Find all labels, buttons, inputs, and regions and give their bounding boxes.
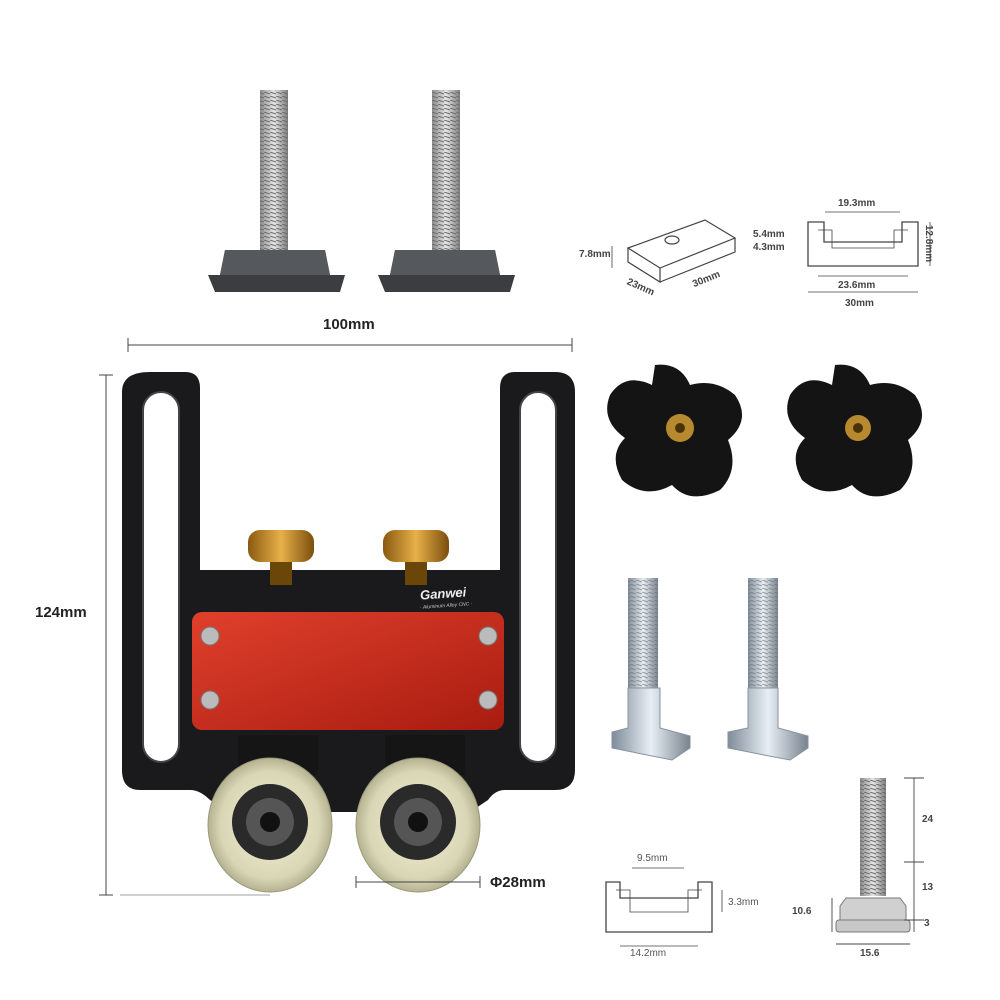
brand-logo-text: Ganwei: [419, 584, 467, 603]
width-label: 100mm: [323, 316, 375, 333]
t-bolt-head-side-label: 10.6: [792, 906, 812, 917]
small-track-width-label: 14.2mm: [630, 948, 667, 959]
small-track-depth-label: 3.3mm: [728, 897, 759, 908]
t-slider-bolt-left: [208, 90, 345, 292]
height-dimension-line: [99, 374, 270, 896]
t-bolt-thread-label: 24: [922, 814, 934, 825]
small-track-profile-diagram: [605, 867, 723, 947]
star-knob-left: [607, 364, 743, 497]
t-bolt-dimension-diagram: [831, 777, 924, 945]
t-slider-bolt-right: [378, 90, 515, 292]
featherboard-frame: [122, 372, 575, 812]
track-outer-width-label: 30mm: [845, 298, 874, 309]
brass-knob-right: [383, 530, 449, 585]
track-inner-width-label: 23.6mm: [838, 280, 876, 291]
roller-wheel-right: [355, 735, 481, 893]
t-bolt-head-height-label: 3: [924, 918, 930, 929]
star-knob-right: [787, 364, 923, 497]
width-dimension-line: [127, 338, 573, 352]
t-bolt-shank-label: 13: [922, 882, 934, 893]
track-lip-1-label: 5.4mm: [753, 229, 785, 240]
t-bolt-head-width-label: 15.6: [860, 948, 880, 959]
slider-block-diagram: [611, 219, 737, 284]
zinc-t-bolt-right: [727, 578, 809, 761]
roller-wheel-left: [207, 735, 333, 893]
small-track-opening-label: 9.5mm: [637, 853, 668, 864]
track-top-opening-label: 19.3mm: [838, 198, 876, 209]
track-lip-2-label: 4.3mm: [753, 242, 785, 253]
wheel-diameter-line: [355, 876, 481, 888]
height-label: 124mm: [35, 604, 87, 621]
slider-height-label: 7.8mm: [579, 249, 611, 260]
wheel-diameter-label: Φ28mm: [490, 874, 546, 891]
brass-knob-left: [248, 530, 314, 585]
zinc-t-bolt-left: [611, 578, 691, 761]
red-mounting-plate: [192, 612, 504, 730]
t-track-profile-diagram: [807, 211, 931, 293]
track-height-label: 12.8mm: [923, 224, 935, 263]
